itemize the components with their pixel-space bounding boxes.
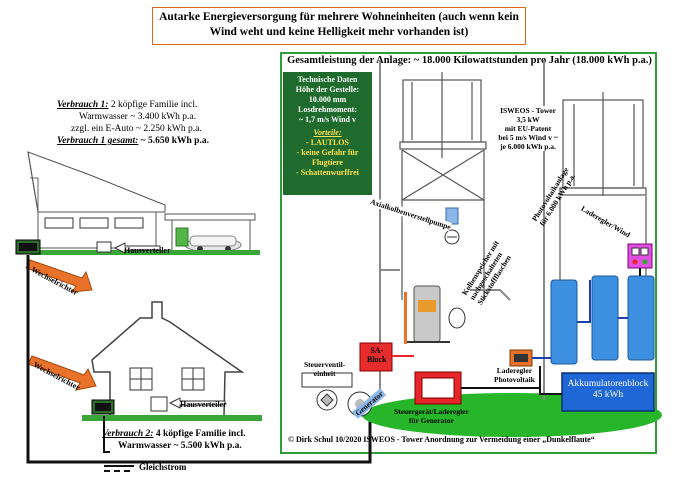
tech-line-3: 10.000 mm xyxy=(308,95,347,104)
tech-line-4: Losdrehmoment: xyxy=(298,105,357,114)
distribution-board-label-2: Hausverteiler xyxy=(180,400,227,409)
sa-block-label: SA- Block xyxy=(367,346,387,364)
advantage-1: - LAUTLOS xyxy=(306,138,349,147)
tech-line-5: ~ 1,7 m/s Wind v xyxy=(299,115,356,124)
consumption-1-total-label: Verbrauch 1 gesamt: xyxy=(57,136,139,146)
consumption-1-label: Verbrauch 1: xyxy=(57,100,109,110)
isweos-line-4: bei 5 m/s Wind v ~ xyxy=(498,133,558,142)
steuer-line-1: Steuergerät/Laderegler xyxy=(394,407,469,416)
isweos-tower-1 xyxy=(399,72,487,300)
advantage-2: - keine Gefahr für xyxy=(296,148,359,157)
isweos-tower-2 xyxy=(559,92,647,300)
pv-panel-3 xyxy=(627,275,655,361)
consumption-1-text3: zzgl. ein E-Auto ~ 2.250 kWh p.a. xyxy=(71,124,202,134)
consumption-2-label: Verbrauch 2: xyxy=(102,429,154,439)
pv-panel-1 xyxy=(550,279,578,365)
house-1 xyxy=(27,151,256,253)
copyright-text: © Dirk Schul 10/2020 ISWEOS - Tower Anor… xyxy=(288,435,595,444)
diagram-title: Autarke Energieversorgung für mehrere Wo… xyxy=(152,7,526,45)
consumption-1-text1: 2 köpfige Familie incl. xyxy=(108,100,198,110)
advantage-4: - Schattenwurffrei xyxy=(296,168,359,177)
akku-line-2: 45 kWh xyxy=(592,390,624,400)
sa-line-1: SA- xyxy=(370,346,384,355)
consumption-1-text2: Warmwasser ~ 3.400 kWh p.a. xyxy=(79,112,197,122)
inverter-arrow-1 xyxy=(25,259,93,293)
title-line-1: Autarke Energieversorgung für mehrere Wo… xyxy=(159,11,519,23)
nitrogen-bottle xyxy=(448,307,466,329)
pv-panel-2 xyxy=(591,275,619,361)
ground-2 xyxy=(82,415,262,421)
valve-line-1: Steuerventil- xyxy=(304,360,346,369)
house-2 xyxy=(91,301,245,417)
consumption-2-text1: 4 köpfige Familie incl. xyxy=(153,429,246,439)
pv-controller-label: Laderegler Photovoltaik xyxy=(494,366,535,384)
distribution-board-label-1: Hausverteiler xyxy=(124,246,171,255)
generator-controller-label: Steuergerät/Laderegler für Generator xyxy=(394,407,469,425)
isweos-line-2: 3,5 kW xyxy=(516,115,540,124)
isweos-line-1: ISWEOS - Tower xyxy=(500,106,556,115)
steuer-line-2: für Generator xyxy=(408,416,454,425)
dc-legend-label: Gleichstrom xyxy=(139,462,187,472)
sa-line-2: Block xyxy=(367,355,387,364)
isweos-tower-label: ISWEOS - Tower 3,5 kW mit EU-Patent bei … xyxy=(495,106,561,151)
akku-line-1: Akkumulatorenblock xyxy=(567,379,649,389)
valve-line-2: einheit xyxy=(313,369,336,378)
total-output-label: Gesamtleistung der Anlage: ~ 18.000 Kilo… xyxy=(287,55,652,66)
piston-accumulator xyxy=(413,285,441,343)
consumption-1: Verbrauch 1: 2 köpfige Familie incl. War… xyxy=(57,99,224,147)
battery-block xyxy=(561,372,655,412)
technical-data-box: Technische Daten Höhe der Gestelle: 10.0… xyxy=(283,72,372,195)
consumption-2-text2: Warmwasser ~ 5.500 kWh p.a. xyxy=(118,441,242,451)
isweos-line-3: mit EU-Patent xyxy=(504,124,552,133)
isweos-line-5: je 6.000 kWh p.a. xyxy=(500,142,556,151)
advantage-3: Flugtiere xyxy=(312,158,343,167)
consumption-1-total-value: ~ 5.650 kWh p.a. xyxy=(138,136,209,146)
title-line-2: Wind weht und keine Helligkeit mehr vorh… xyxy=(209,26,469,38)
consumption-2: Verbrauch 2: 4 köpfige Familie incl. War… xyxy=(102,428,265,452)
inverter-arrow-2 xyxy=(27,355,97,391)
lpv-line-2: Photovoltaik xyxy=(494,375,535,384)
battery-label: Akkumulatorenblock 45 kWh xyxy=(562,379,654,401)
lpv-line-1: Laderegler xyxy=(496,366,533,375)
advantages-title: Vorteile: xyxy=(313,128,342,137)
control-valve-label: Steuerventil- einheit xyxy=(304,360,345,378)
tech-line-2: Höhe der Gestelle: xyxy=(295,85,360,94)
ground-1 xyxy=(30,250,260,255)
tech-line-1: Technische Daten xyxy=(297,75,358,84)
